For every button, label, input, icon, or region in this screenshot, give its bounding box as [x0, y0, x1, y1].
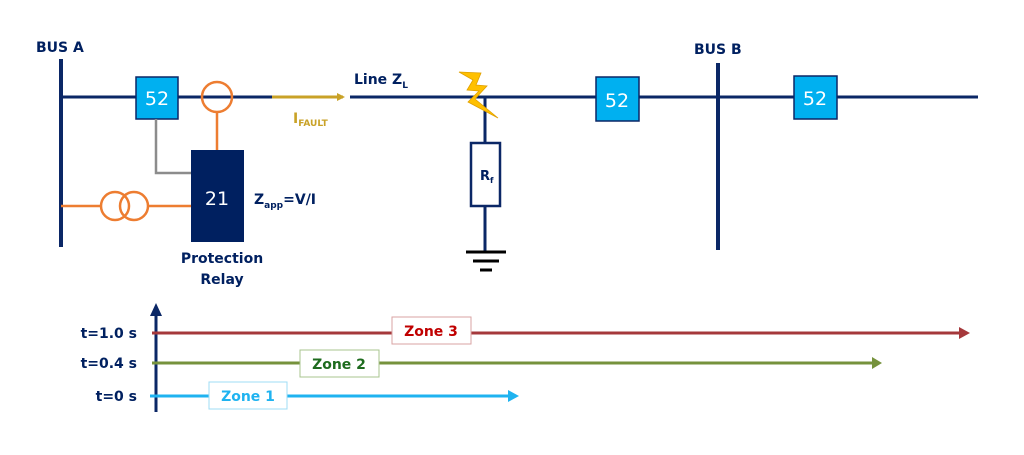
zone2-arrowhead — [872, 357, 882, 369]
voltage-transformer-coil-icon — [118, 190, 150, 222]
apparent-impedance-label: Zapp=V/I — [254, 192, 316, 211]
bus-b-label: BUS B — [694, 42, 742, 58]
relay-name-line2: Relay — [200, 272, 243, 288]
circuit-breaker-1[interactable]: 52 — [135, 76, 179, 120]
time-label-zone2: t=0.4 s — [81, 356, 137, 372]
zone1-tag: Zone 1 — [208, 381, 288, 410]
zone3-tag: Zone 3 — [391, 316, 472, 345]
trip-control-wire — [154, 119, 192, 175]
circuit-breaker-3[interactable]: 52 — [793, 75, 838, 120]
breaker-2-label: 52 — [605, 90, 629, 112]
bus-a-label: BUS A — [36, 40, 84, 56]
zone2-tag: Zone 2 — [299, 349, 380, 378]
fault-resistor-label: Rf — [480, 169, 494, 185]
relay-code: 21 — [205, 188, 229, 210]
zone2-label: Zone 2 — [312, 357, 366, 373]
time-label-zone1: t=0 s — [96, 389, 137, 405]
relay-name-line1: Protection — [181, 251, 263, 267]
ground-icon — [466, 250, 506, 272]
voltage-transformer-icon — [99, 190, 131, 222]
time-label-zone3: t=1.0 s — [81, 326, 137, 342]
zone3-arrowhead — [959, 327, 970, 339]
fault-current-label: IFAULT — [293, 111, 329, 129]
line-impedance-label: Line ZL — [354, 72, 408, 91]
zone3-label: Zone 3 — [404, 324, 458, 340]
fault-resistor: Rf — [469, 141, 502, 208]
circuit-breaker-2[interactable]: 52 — [595, 76, 640, 122]
distance-relay-21[interactable]: 21 — [191, 150, 244, 242]
breaker-1-label: 52 — [145, 88, 169, 110]
zone1-label: Zone 1 — [221, 389, 275, 405]
fault-lightning-icon — [458, 71, 499, 119]
breaker-3-label: 52 — [803, 88, 827, 110]
zone1-arrowhead — [508, 390, 519, 402]
